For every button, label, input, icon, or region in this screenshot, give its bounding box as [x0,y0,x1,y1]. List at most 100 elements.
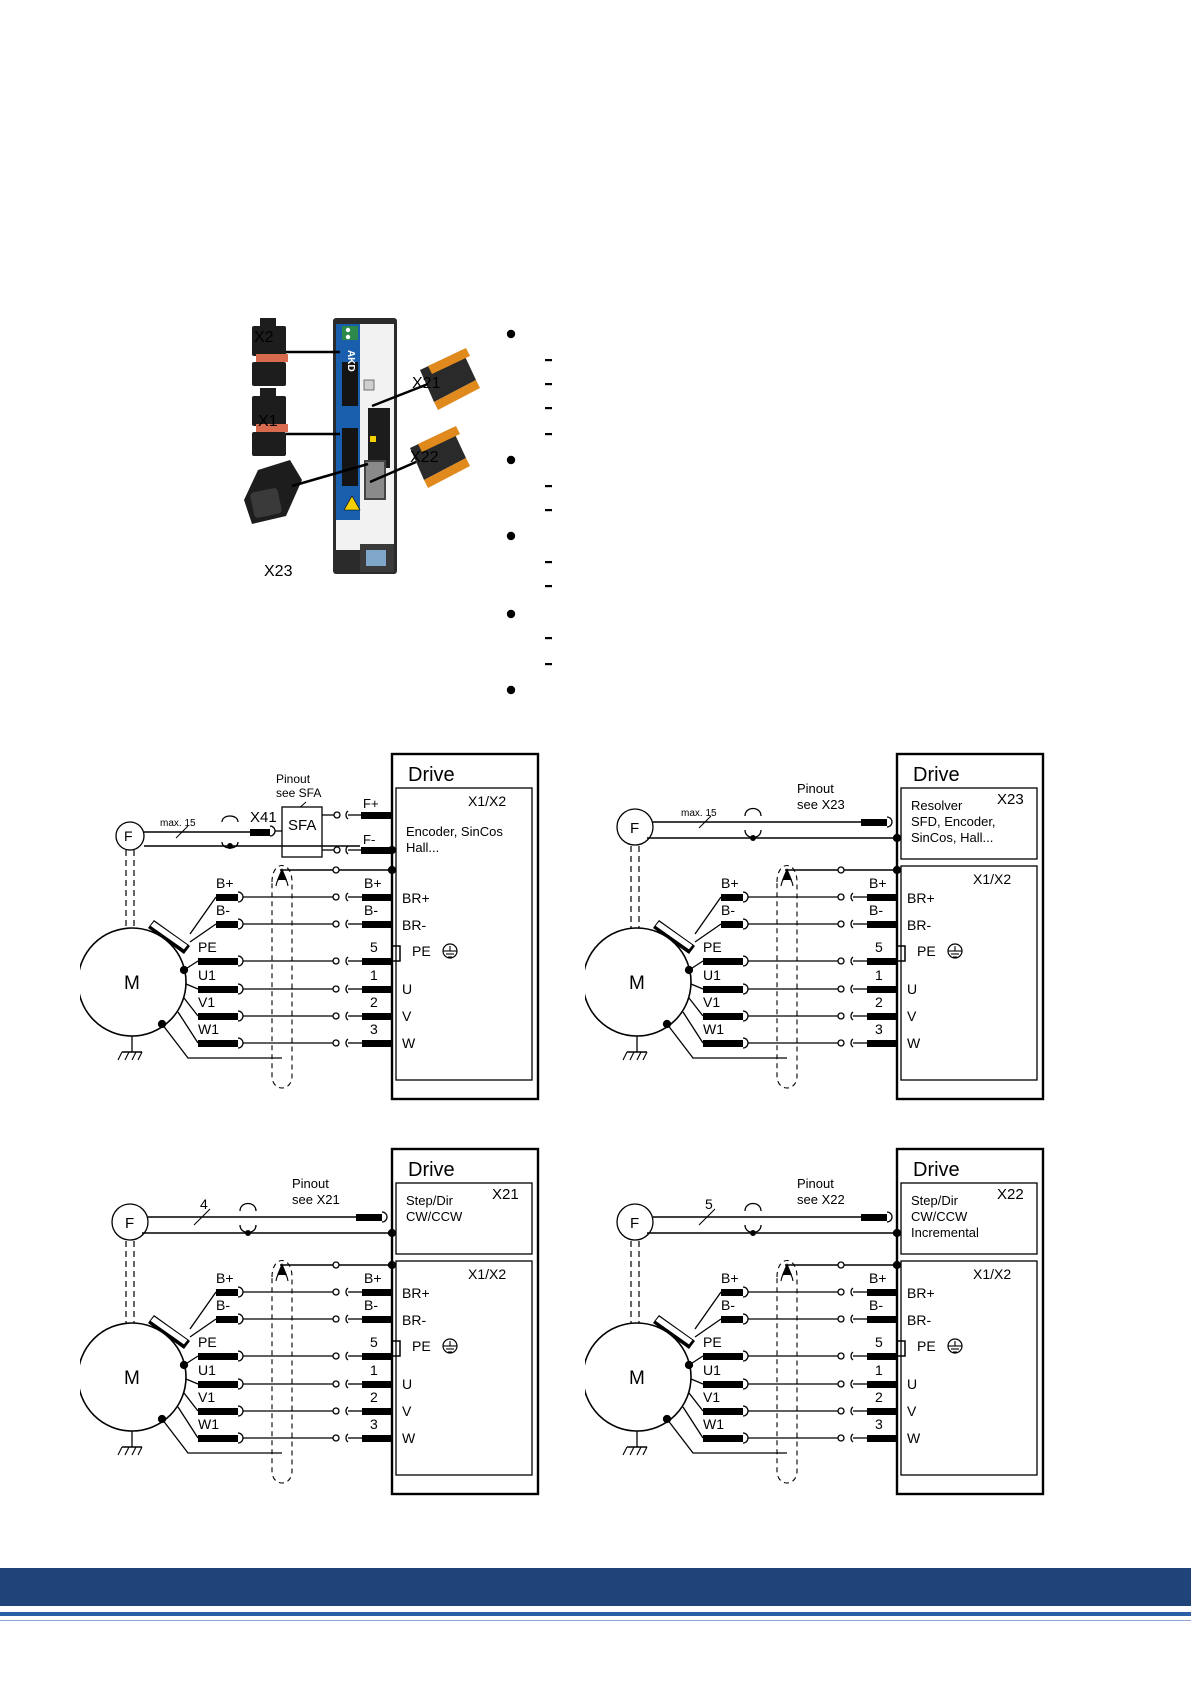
plug-pin [198,1408,238,1415]
drive-pe-signal-label: PE [412,1338,431,1354]
feedback-connector-box [900,1182,1038,1255]
pe-node [387,865,397,875]
plug-pin [216,894,238,901]
feedback-device-label: F [630,820,639,837]
plug-pin [861,1214,887,1221]
dash-marker [545,407,552,410]
motor-phase-pin-label: V1 [703,1389,720,1405]
drive-brake-signal-label: BR- [907,917,931,933]
socket [742,983,749,995]
diagram-content: DriveX1/X2X22Step/DirCW/CCWIncrementalPi… [585,1147,1045,1496]
ground-return [161,1418,282,1454]
motor-phase-pin-label: PE [198,1334,217,1350]
dash-marker [545,561,552,564]
plug-pin [362,921,392,928]
drive-title: Drive [913,1159,960,1181]
socket [850,984,854,994]
plug-pin [721,921,743,928]
feedback-type-text: Step/Dir [406,1193,454,1208]
plug-pin [703,1013,743,1020]
socket [237,955,244,967]
drive-pe-pin-number: 5 [875,939,883,955]
pe-node [387,845,397,855]
terminal [333,811,341,819]
drive-brake-signal-label: BR- [402,917,426,933]
socket [345,919,349,929]
terminal [332,893,340,901]
motor-phase-pin-label: W1 [198,1416,219,1432]
cable-marker: max. 15 [160,818,196,829]
socket [850,1406,854,1416]
terminal [837,1380,845,1388]
cable-shield [271,864,293,1089]
power-connector-box [395,1260,533,1476]
motor-brake-pin-label: B+ [216,875,234,891]
socket [237,1313,244,1325]
plug-pin [198,958,238,965]
shield-node [227,843,233,849]
motor-phase-pin-label: U1 [703,1362,721,1378]
pinout-note: see SFA [276,786,321,800]
plug-pin [721,1289,743,1296]
drive-brake-signal-label: BR+ [907,1285,935,1301]
x2-plug-image [252,318,340,386]
drive-brake-signal-label: BR+ [402,890,430,906]
feedback-type-text: CW/CCW [406,1209,463,1224]
plug-pin [362,1316,392,1323]
terminal [837,1315,845,1323]
shield-loop [744,1202,762,1212]
sfa-adapter-box [281,806,323,858]
terminal [332,1039,340,1047]
drive-phase-pin-number: 1 [875,1362,883,1378]
plug-pin [362,1381,392,1388]
brake-lead [694,1291,722,1330]
socket [850,1011,854,1021]
feedback-connector-label: X21 [492,1186,519,1203]
terminal [837,1039,845,1047]
cable-marker: 5 [705,1196,713,1212]
terminal [837,1012,845,1020]
dash-marker [545,663,552,666]
motor-phase-pin-label: U1 [198,1362,216,1378]
drive-phase-signal-label: W [907,1430,921,1446]
motor-phase-pin-label: PE [703,1334,722,1350]
feedback-device-circle [115,821,145,851]
pe-bridge [897,945,906,962]
main-connector-label: X1/X2 [468,793,506,809]
plug-pin [703,986,743,993]
main-connector-label: X1/X2 [973,871,1011,887]
socket [237,1378,244,1390]
brake-lead [189,923,217,943]
plug-pin [198,1381,238,1388]
motor-phase-pin-label: V1 [703,994,720,1010]
brake-lead [189,896,217,935]
pe-bridge [392,1340,401,1357]
socket [742,1405,749,1417]
socket [742,918,749,930]
footer-rule [0,1612,1191,1616]
socket [742,1350,749,1362]
drive-brake-pin-label: B+ [364,1270,382,1286]
drive-unit-image: AKD [333,318,397,574]
socket [237,1405,244,1417]
plug-pin [867,1353,897,1360]
ground-return [666,1418,787,1454]
plug-pin [216,1289,238,1296]
socket [237,1432,244,1444]
wiring-diagram-x22: DriveX1/X2X22Step/DirCW/CCWIncrementalPi… [585,1147,1045,1496]
plug-pin [356,1214,382,1221]
drive-pe-signal-label: PE [917,1338,936,1354]
sfa-adapter-label: SFA [288,817,316,834]
x21-terminal-image [371,348,480,410]
x22-terminal-image [369,426,470,488]
socket [850,892,854,902]
socket [345,956,349,966]
drive-phase-pin-number: 2 [370,994,378,1010]
motor-phase-pin-label: U1 [198,967,216,983]
plug-pin [216,921,238,928]
motor-phase-pin-label: PE [198,939,217,955]
plug-pin [867,1316,897,1323]
plug-pin [362,1040,392,1047]
